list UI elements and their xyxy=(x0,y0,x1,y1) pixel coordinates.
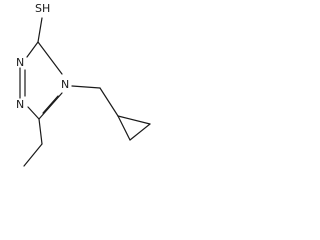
bond-n4-c3 xyxy=(37,41,63,75)
bond-c3-s xyxy=(37,17,43,43)
bond-ch2-ch3 xyxy=(23,143,43,167)
bond-n1-c5 xyxy=(27,106,40,120)
atom-label-sh: SH xyxy=(35,2,50,15)
atom-label-n1: N xyxy=(16,98,24,111)
molecular-structure: SH N N N xyxy=(16,2,151,167)
bond-c5-ch2 xyxy=(38,118,43,145)
bond-c5-n4-inner xyxy=(42,95,59,114)
bond-n4-ch2 xyxy=(71,85,101,89)
bond-ch2-cyclopropyl xyxy=(99,87,119,117)
bond-cyclopropyl-a xyxy=(117,115,131,141)
atom-label-n4: N xyxy=(61,78,69,91)
bond-cyclopropyl-b xyxy=(129,123,151,141)
atom-label-n2: N xyxy=(16,56,24,69)
bond-c3-n2 xyxy=(26,41,39,58)
bond-cyclopropyl-c xyxy=(117,115,151,125)
bond-c5-n4 xyxy=(38,92,63,120)
